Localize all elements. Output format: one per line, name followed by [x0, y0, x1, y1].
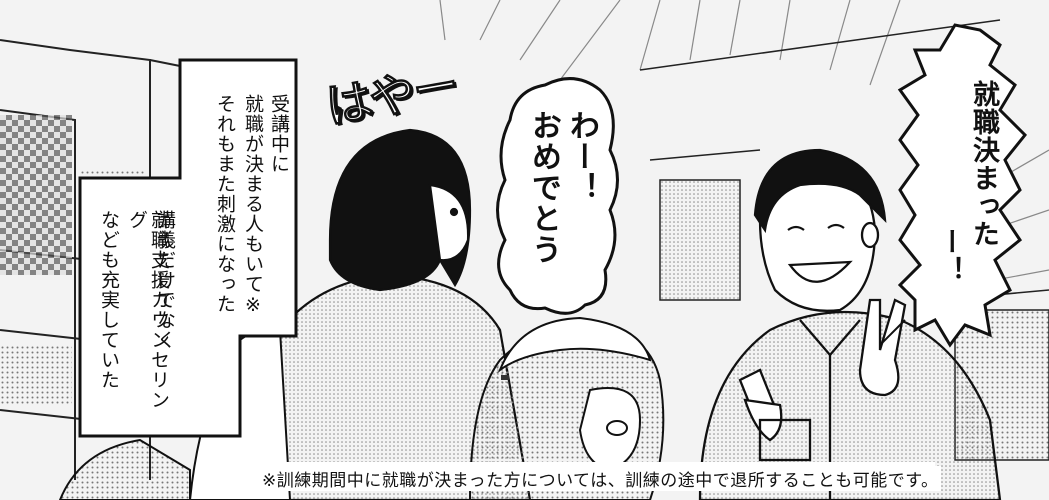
woman-figure: [253, 128, 532, 500]
footnote-text: ※訓練期間中に就職が決まった方については、訓練の途中で退所することも可能です。: [260, 466, 941, 491]
narration-line: 受講中に: [268, 94, 290, 174]
narration-line: 講義だけでなく: [154, 210, 176, 350]
narration-line: 就職支援カウンセリング: [126, 210, 170, 410]
man-bubble-text: 就職決まった ー！: [925, 80, 1005, 320]
narration-box-shape: [78, 58, 298, 438]
narration-line: 就職が決まる人もいて※: [242, 94, 264, 317]
bubble-line: おめでとう: [526, 110, 561, 265]
woman-bubble-text: わー！ おめでとう: [520, 110, 600, 300]
narration-line: それもまた刺激になった: [214, 94, 236, 314]
bubble-line: わー！: [564, 110, 599, 203]
narration-text: 受講中に 就職が決まる人もいて※ それもまた刺激になった 講義だけでなく 就職支…: [94, 74, 290, 424]
girl-figure: [468, 316, 665, 500]
man-bubble-shape: [897, 23, 1028, 348]
narration-line: なども充実していた: [98, 210, 120, 390]
woman-bubble-shape: [496, 77, 619, 315]
bubble-line: 就職決まった: [968, 80, 999, 248]
man-figure: [698, 148, 1002, 500]
bubble-line: ー！: [934, 228, 965, 284]
